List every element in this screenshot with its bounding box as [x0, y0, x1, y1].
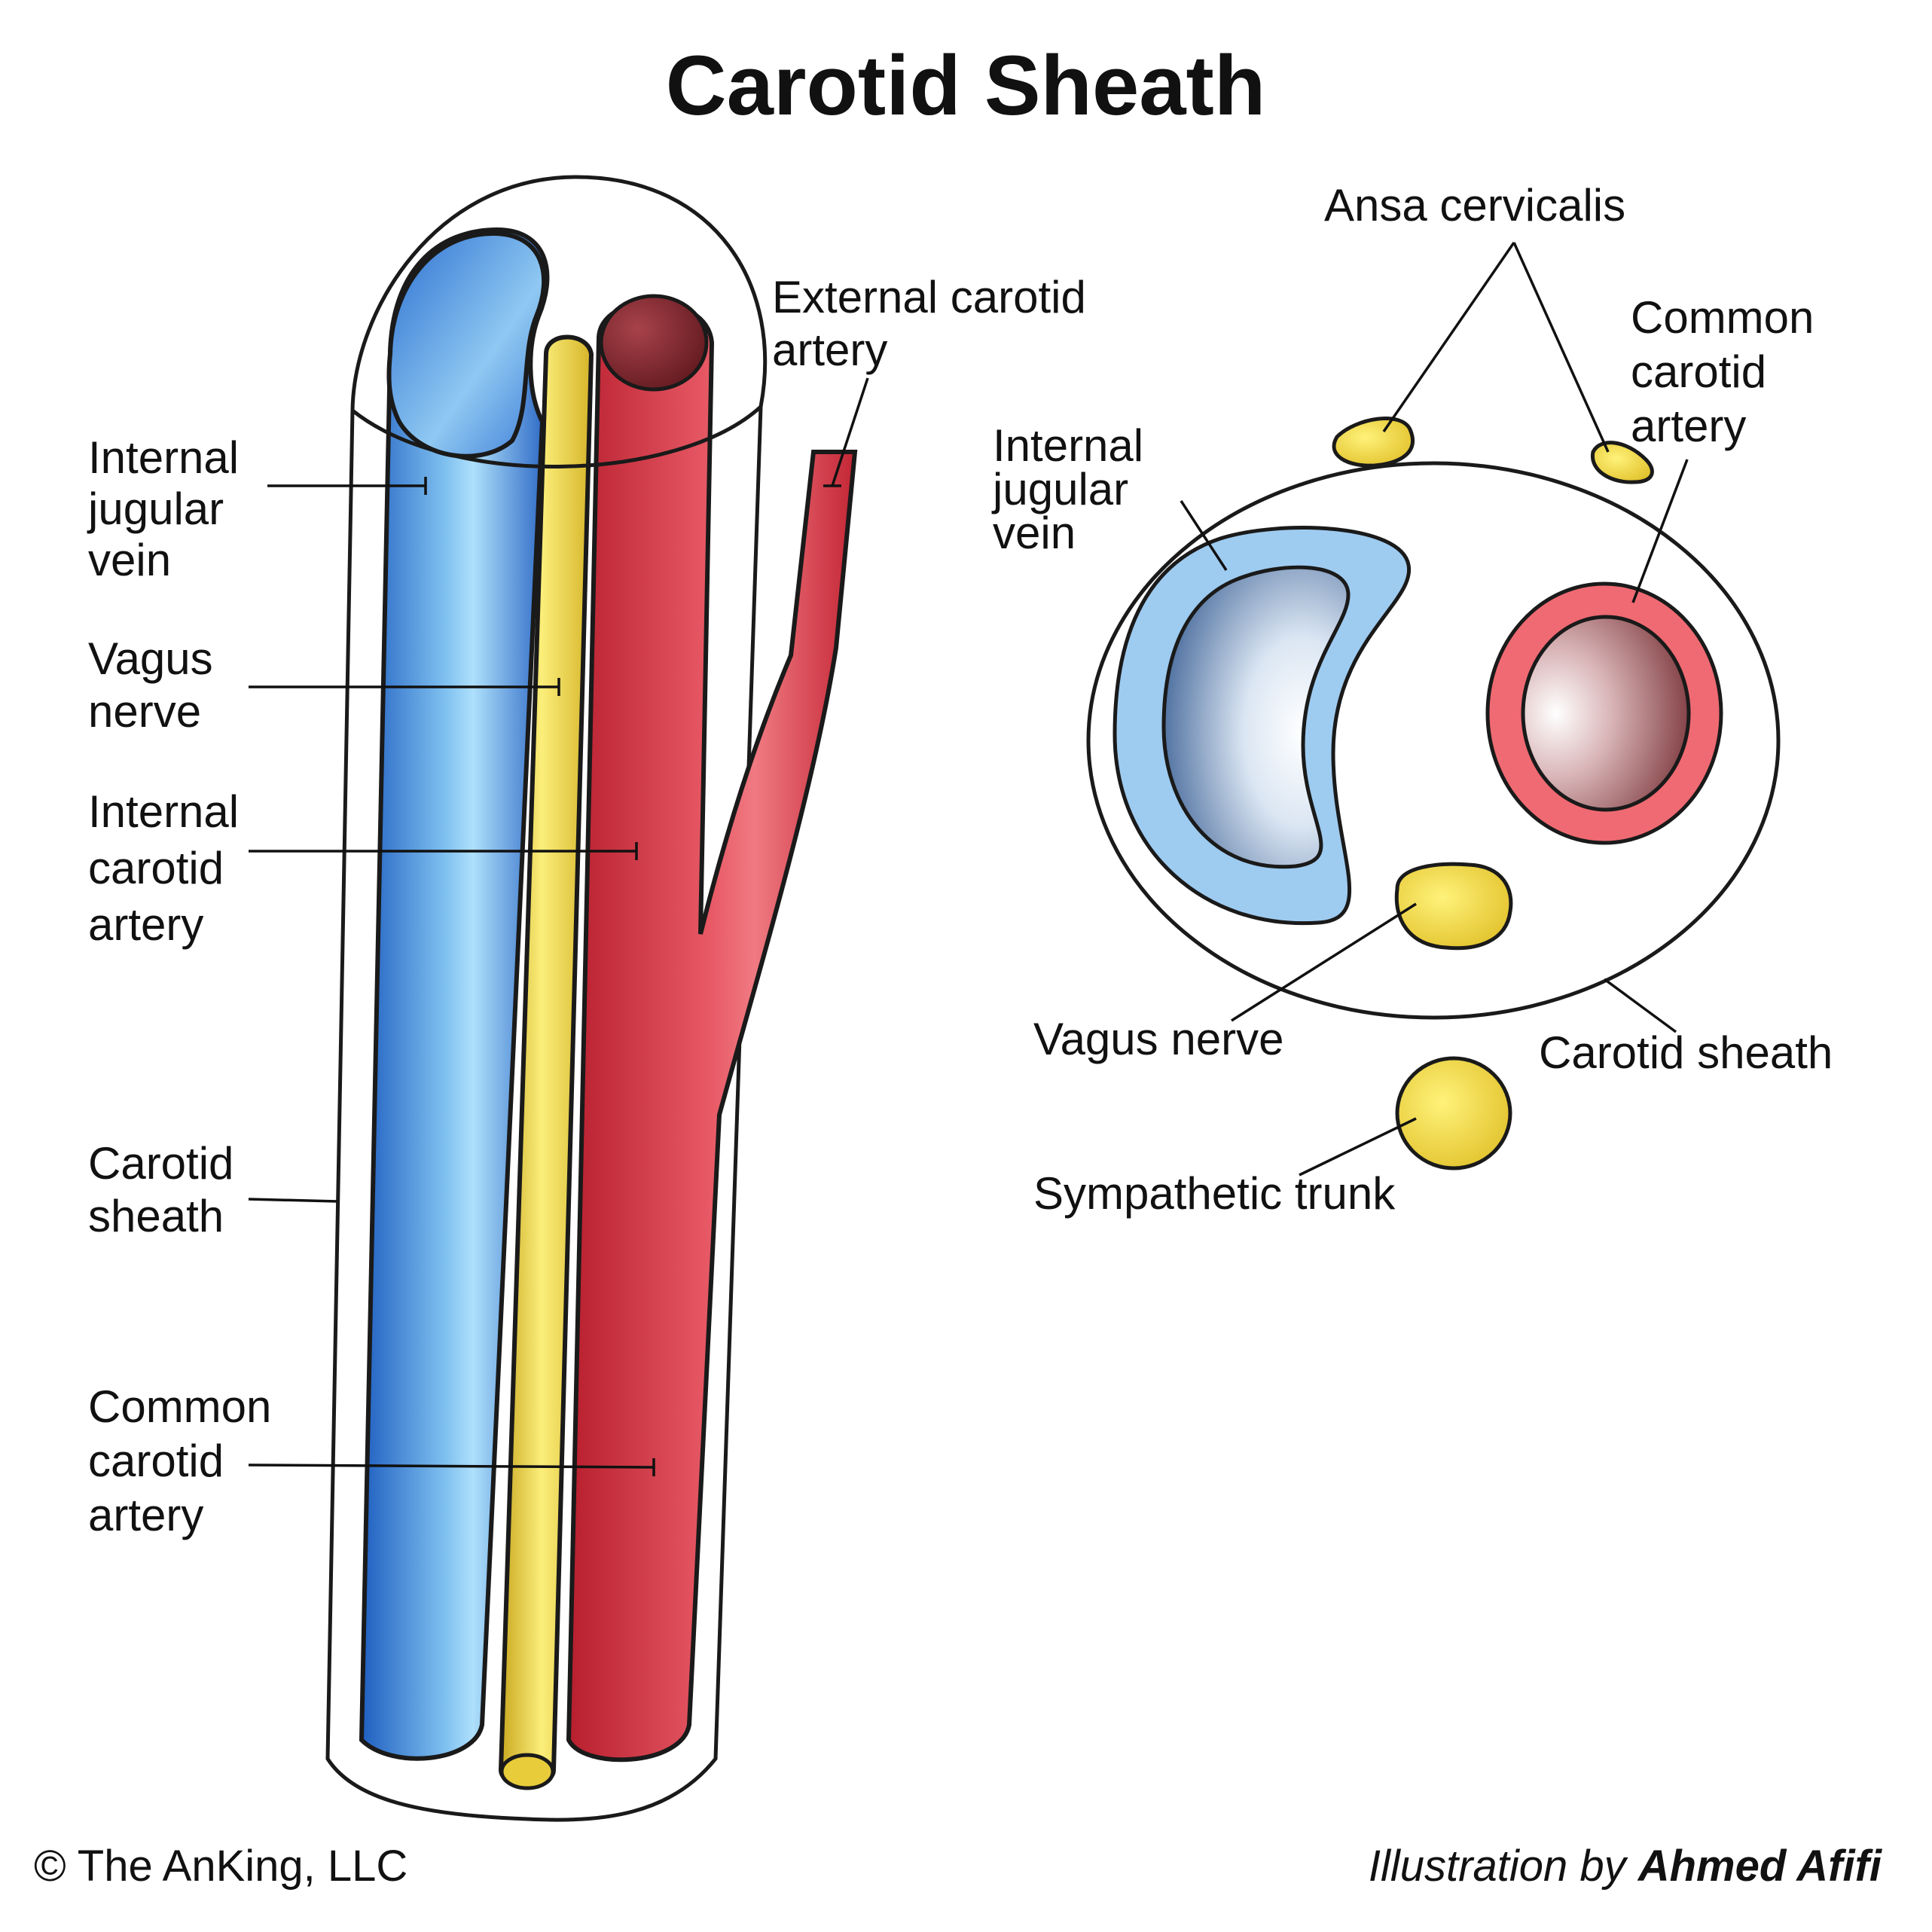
label-internal-jugular-vein: Internal jugular vein: [87, 432, 252, 585]
credit-prefix: Illustration by: [1369, 1842, 1628, 1891]
illustration-credit: Illustration by Ahmed Afifi: [1369, 1842, 1883, 1891]
internal-jugular-vein-cross-lumen: [1161, 565, 1351, 869]
carotid-sheath-rim: [351, 405, 762, 469]
ansa-cervicalis-right: [1591, 441, 1654, 484]
label-internal-jugular-vein-cross: Internal jugular vein: [991, 420, 1156, 558]
credit-author: Ahmed Afifi: [1637, 1842, 1883, 1891]
internal-jugular-vein-top: [386, 230, 547, 459]
leader-vagus-cross: [1231, 902, 1417, 1022]
label-carotid-sheath-long: Carotid sheath: [88, 1138, 246, 1241]
leader-ijv-cross: [1180, 500, 1228, 571]
carotid-artery-shape: [566, 300, 858, 1763]
internal-carotid-lumen: [599, 294, 709, 392]
ansa-cervicalis-left: [1332, 417, 1415, 468]
leader-ansa-right: [1512, 242, 1610, 453]
leader-sheath-cross: [1603, 978, 1677, 1033]
label-sympathetic-trunk: Sympathetic trunk: [1033, 1168, 1396, 1219]
leader-sheath: [248, 1198, 338, 1203]
vagus-nerve-cut-bottom: [499, 1753, 555, 1790]
page-title: Carotid Sheath: [666, 38, 1266, 133]
carotid-sheath-outline: [325, 175, 768, 1822]
sympathetic-trunk-cross: [1395, 1056, 1512, 1170]
label-vagus-nerve: Vagus nerve: [88, 633, 225, 737]
label-common-carotid-artery-long: Common carotid artery: [88, 1381, 284, 1540]
leader-sympathetic: [1299, 1117, 1417, 1177]
label-external-carotid-artery: External carotid artery: [772, 272, 1099, 375]
cross-section-view: Ansa cervicalis Common carotid artery In…: [991, 180, 1833, 1219]
leader-cca: [248, 1463, 655, 1469]
label-common-carotid-artery-cross: Common carotid artery: [1631, 292, 1827, 451]
label-internal-carotid-artery: Internal carotid artery: [88, 786, 252, 950]
leader-eca: [831, 377, 869, 487]
common-carotid-artery-cross-lumen: [1521, 615, 1691, 812]
leader-ansa-left: [1382, 242, 1515, 432]
leader-cca-cross: [1631, 459, 1689, 603]
copyright-text: © The AnKing, LLC: [34, 1842, 407, 1891]
label-ansa-cervicalis: Ansa cervicalis: [1324, 180, 1625, 230]
label-vagus-nerve-cross: Vagus nerve: [1033, 1014, 1283, 1064]
label-carotid-sheath-cross: Carotid sheath: [1539, 1027, 1833, 1078]
vagus-nerve-cross: [1394, 862, 1513, 951]
longitudinal-view: Internal jugular vein Vagus nerve Intern…: [87, 175, 1099, 1822]
